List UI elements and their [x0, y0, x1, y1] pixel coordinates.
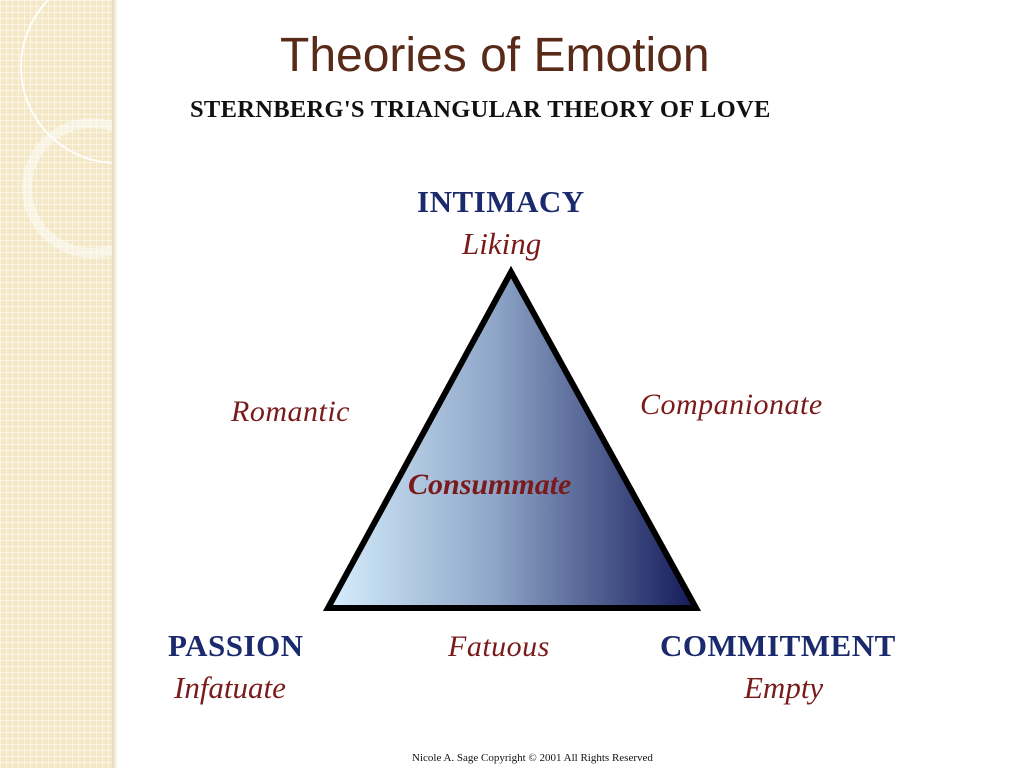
edge-romantic-label: Romantic [231, 395, 350, 428]
side-strip-edge [112, 0, 118, 768]
edge-companionate-label: Companionate [640, 388, 823, 421]
center-consummate-label: Consummate [408, 468, 572, 501]
triangle-shape [322, 265, 702, 611]
vertex-intimacy-label: INTIMACY [417, 184, 585, 219]
edge-fatuous-label: Fatuous [448, 630, 550, 663]
vertex-commitment-sub: Empty [744, 670, 824, 705]
decorative-ring [22, 118, 112, 258]
slide-title: Theories of Emotion [280, 29, 710, 82]
decorative-side-strip [0, 0, 112, 768]
vertex-passion-sub: Infatuate [174, 670, 286, 705]
vertex-intimacy-sub: Liking [462, 226, 542, 261]
vertex-commitment-label: COMMITMENT [660, 628, 896, 663]
diagram-title: STERNBERG'S TRIANGULAR THEORY OF LOVE [190, 96, 771, 123]
vertex-passion-label: PASSION [168, 628, 304, 663]
copyright-notice: Nicole A. Sage Copyright © 2001 All Righ… [412, 752, 653, 764]
